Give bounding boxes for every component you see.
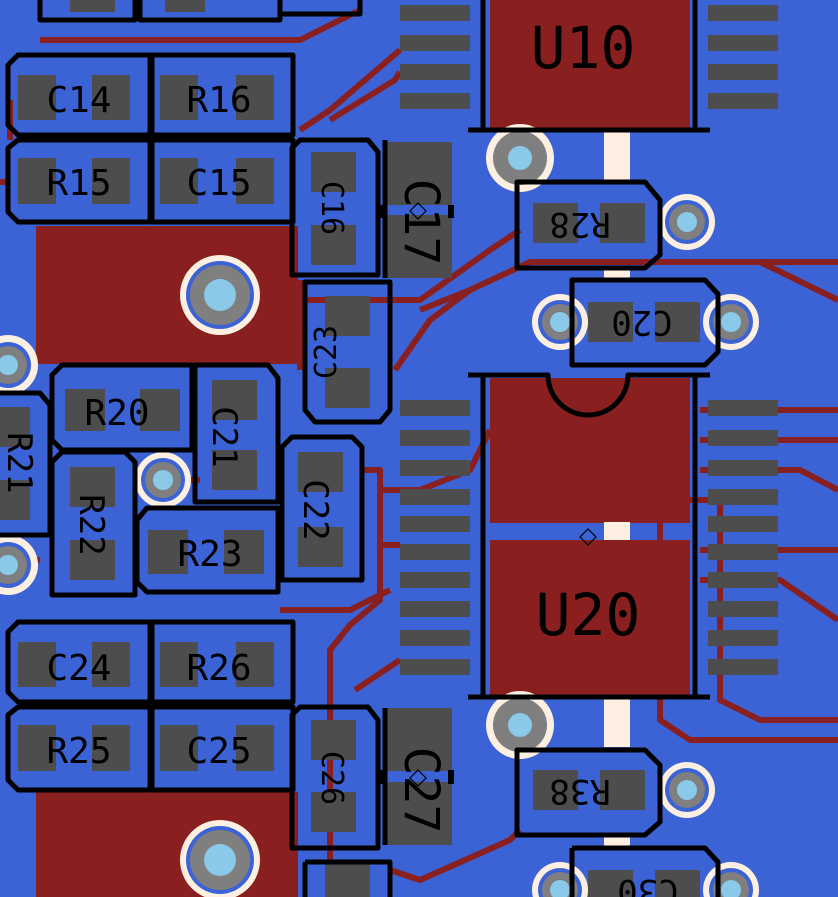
- label-c20: C20: [611, 302, 672, 342]
- via: [0, 335, 38, 395]
- origin-markers: [409, 202, 597, 787]
- u10-right-pins: [708, 5, 778, 109]
- via: [532, 294, 588, 350]
- label-c23: C23: [309, 325, 344, 379]
- u20-right-pins: [708, 400, 778, 675]
- label-u20: U20: [536, 581, 641, 649]
- label-r23: R23: [177, 534, 242, 575]
- label-c30: C30: [617, 871, 678, 897]
- label-r15: R15: [46, 163, 111, 204]
- label-r25: R25: [46, 731, 111, 772]
- via: [659, 762, 715, 818]
- label-r38: R38: [549, 771, 610, 811]
- via: [659, 194, 715, 250]
- polarized-cap-marks: [380, 205, 454, 784]
- label-r16: R16: [186, 80, 251, 121]
- label-c21: C21: [204, 406, 244, 467]
- component-pads: [0, 0, 700, 897]
- label-c24: C24: [46, 648, 111, 689]
- u10-left-pins: [400, 5, 470, 109]
- label-c15: C15: [186, 163, 251, 204]
- via: [486, 124, 554, 192]
- reference-designators: U10 U20 C14 R16 R15 C15 C16 C17 R28 C20 …: [0, 14, 679, 897]
- via: [180, 255, 260, 335]
- label-c27: C27: [393, 747, 449, 834]
- copper-traces: [0, 7, 838, 897]
- label-r20: R20: [84, 393, 149, 434]
- label-r22: R22: [71, 494, 111, 555]
- silkscreen-outlines: [0, 0, 721, 897]
- label-c14: C14: [46, 80, 111, 121]
- via: [486, 691, 554, 759]
- label-c25: C25: [186, 731, 251, 772]
- u20-left-pins: [400, 400, 470, 675]
- via: [180, 820, 260, 897]
- via: [0, 535, 38, 595]
- label-r28: R28: [549, 204, 610, 244]
- label-c26: C26: [314, 751, 349, 805]
- label-c22: C22: [295, 479, 335, 540]
- label-r26: R26: [186, 648, 251, 689]
- label-u10: U10: [531, 14, 636, 82]
- via: [135, 452, 191, 508]
- label-r21: R21: [0, 432, 39, 493]
- label-c16: C16: [314, 181, 349, 235]
- via: [703, 294, 759, 350]
- label-c17: C17: [393, 179, 449, 266]
